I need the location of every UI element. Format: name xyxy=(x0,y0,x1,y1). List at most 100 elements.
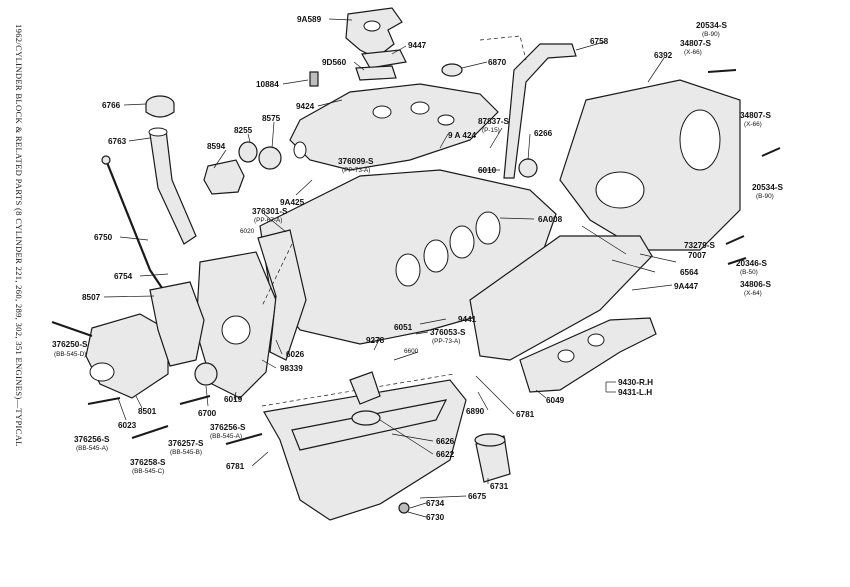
part-label: 73279-S xyxy=(684,241,715,250)
oil-pan-gasket xyxy=(261,373,455,407)
part-label: 6730 xyxy=(426,513,445,522)
thermostat xyxy=(258,146,282,170)
crankshaft-seal xyxy=(194,362,218,386)
part-label: 7007 xyxy=(688,251,707,260)
part-label: 6766 xyxy=(102,101,121,110)
part-label: 6758 xyxy=(590,37,609,46)
part-spec: (PP-67-A) xyxy=(254,217,282,224)
part-label: 8575 xyxy=(262,114,281,123)
part-label: 10884 xyxy=(256,80,279,89)
part-label: 6051 xyxy=(394,323,413,332)
part-label: 376301-S xyxy=(252,207,288,216)
parts-drawing xyxy=(51,7,781,521)
part-label: 6026 xyxy=(286,350,305,359)
part-label: 6750 xyxy=(94,233,113,242)
part-label: 6890 xyxy=(466,407,485,416)
bolts xyxy=(51,69,781,445)
thermostat-gasket xyxy=(238,141,258,163)
part-label: 8594 xyxy=(207,142,226,151)
part-label: 8255 xyxy=(234,126,253,135)
part-label: 9A447 xyxy=(674,282,699,291)
part-label: 6266 xyxy=(534,129,553,138)
part-labels: 9A589 9447 9D560 6870 10884 9424 6766 82… xyxy=(52,15,783,522)
diagram-title: 1962/CYLINDER BLOCK & RELATED PARTS (8 C… xyxy=(14,24,24,447)
part-label: 6626 xyxy=(436,437,455,446)
part-label: 9431-L.H xyxy=(618,388,652,397)
flywheel-housing xyxy=(559,79,741,251)
part-label: 9447 xyxy=(408,41,427,50)
part-spec: (X-64) xyxy=(744,290,762,297)
oil-seal xyxy=(518,158,538,178)
part-label: 9424 xyxy=(296,102,315,111)
part-label: 376053-S xyxy=(430,328,466,337)
part-label: 6A008 xyxy=(538,215,563,224)
part-spec: (X-66) xyxy=(684,49,702,56)
part-label: 6700 xyxy=(198,409,217,418)
part-label: 376256-S xyxy=(74,435,110,444)
part-spec: (BB-545-A) xyxy=(76,445,108,452)
part-label: 9D560 xyxy=(322,58,347,67)
cylinder-head xyxy=(469,235,653,361)
water-pump xyxy=(85,313,169,399)
part-label: 6564 xyxy=(680,268,699,277)
part-label: 8501 xyxy=(138,407,157,416)
part-label: 6781 xyxy=(226,462,245,471)
part-spec: (BB-545-D) xyxy=(54,351,86,358)
part-label: 376258-S xyxy=(130,458,166,467)
breather-cap xyxy=(441,63,463,77)
part-spec: (P-15) xyxy=(482,127,500,134)
part-spec: (BB-545-B) xyxy=(170,449,202,456)
intake-manifold xyxy=(289,83,499,171)
exhaust-manifold xyxy=(519,317,657,393)
part-label: 6763 xyxy=(108,137,127,146)
part-label: 9A589 xyxy=(297,15,322,24)
part-label: 20534-S xyxy=(752,183,783,192)
carburetor-spacer xyxy=(345,7,403,59)
part-label: 6392 xyxy=(654,51,673,60)
part-spec: (B-90) xyxy=(702,31,720,38)
part-label: 376250-S xyxy=(52,340,88,349)
part-spec: (PP-73-A) xyxy=(432,338,460,345)
part-label: 34806-S xyxy=(740,280,771,289)
part-label: 6754 xyxy=(114,272,133,281)
part-label: 9278 xyxy=(366,336,385,345)
part-label: 6731 xyxy=(490,482,509,491)
oil-filler-tube xyxy=(149,129,197,245)
part-label: 6023 xyxy=(118,421,137,430)
part-label: 9 A 424 xyxy=(448,131,477,140)
part-spec: (B-50) xyxy=(740,269,758,276)
part-spec: (BB-545-A) xyxy=(210,433,242,440)
oil-pump-screen xyxy=(351,410,381,426)
part-label: 376099-S xyxy=(338,157,374,166)
part-label: 6622 xyxy=(436,450,455,459)
water-pump-gasket xyxy=(149,281,205,367)
part-label: 34807-S xyxy=(740,111,771,120)
part-label: 87837-S xyxy=(478,117,509,126)
part-label: 6675 xyxy=(468,492,487,501)
part-label: 6049 xyxy=(546,396,565,405)
part-label: 98339 xyxy=(280,364,303,373)
part-label: 6781 xyxy=(516,410,535,419)
part-label: 6870 xyxy=(488,58,507,67)
part-label-small: 6020 xyxy=(240,228,255,235)
part-label: 9A425 xyxy=(280,198,305,207)
thermostat-housing xyxy=(203,159,245,195)
crankcase-vent-tube xyxy=(503,43,577,179)
part-label: 20346-S xyxy=(736,259,767,268)
part-label: 9430-R.H xyxy=(618,378,653,387)
part-label: 34807-S xyxy=(680,39,711,48)
spacer-gasket xyxy=(355,65,397,81)
temperature-sender xyxy=(309,71,319,87)
part-label: 9441 xyxy=(458,315,477,324)
part-label-small: 6600 xyxy=(404,348,419,355)
part-label: 6010 xyxy=(478,166,497,175)
drain-plug xyxy=(398,502,410,514)
carburetor-gasket xyxy=(361,49,407,69)
oil-pump xyxy=(349,371,381,405)
part-spec: (BB-545-C) xyxy=(132,468,164,475)
part-label: 8507 xyxy=(82,293,101,302)
part-label: 20534-S xyxy=(696,21,727,30)
part-label: 376257-S xyxy=(168,439,204,448)
part-spec: (PP-73-A) xyxy=(342,167,370,174)
